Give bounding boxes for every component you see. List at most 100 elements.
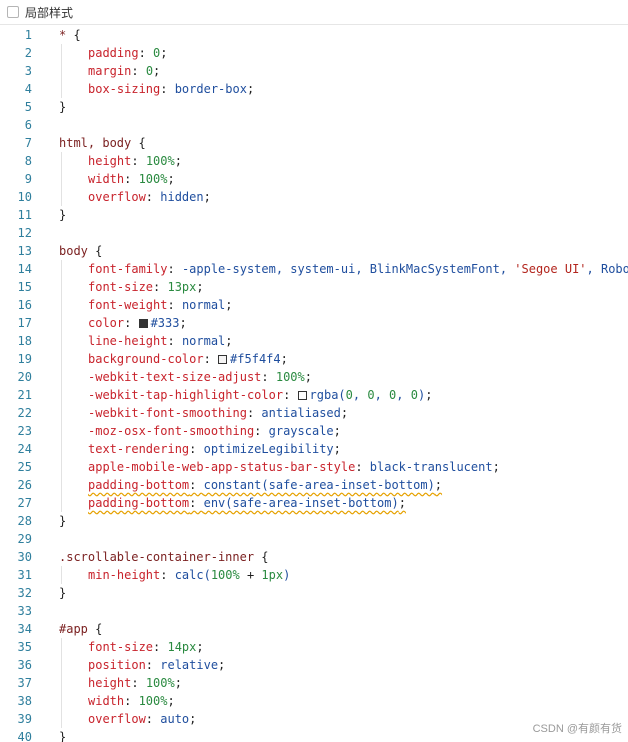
code-line[interactable]: 40} xyxy=(0,728,628,742)
code-token: } xyxy=(59,730,67,742)
code-token: * xyxy=(59,28,74,42)
code-token: height xyxy=(88,154,132,168)
code-line[interactable]: 5} xyxy=(0,98,628,116)
code-token: } xyxy=(59,100,67,114)
code-line[interactable]: 30.scrollable-container-inner { xyxy=(0,548,628,566)
line-number: 24 xyxy=(17,442,32,456)
code-line[interactable]: 26 padding-bottom: constant(safe-area-ins… xyxy=(0,476,628,494)
code-line[interactable]: 12 xyxy=(0,224,628,242)
code-token: font-size xyxy=(88,280,154,294)
code-line[interactable]: 22-webkit-font-smoothing: antialiased; xyxy=(0,404,628,422)
code-token: : xyxy=(355,460,370,474)
code-token: height xyxy=(88,676,132,690)
code-token: ; xyxy=(167,172,175,186)
code-text: background-color: #f5f4f4; xyxy=(88,350,288,368)
code-line[interactable]: 20 -webkit-text-size-adjust: 100%; xyxy=(0,368,628,386)
code-token: ; xyxy=(174,154,182,168)
indent-guide xyxy=(61,44,62,62)
code-token: #f5f4f4 xyxy=(230,352,281,366)
line-number: 23 xyxy=(17,424,32,438)
code-line[interactable]: 34#app { xyxy=(0,620,628,638)
code-token: ; xyxy=(179,316,187,330)
code-token: env(safe-area-inset-bottom) xyxy=(203,496,399,510)
code-token: 100% xyxy=(275,370,305,384)
code-token: position xyxy=(88,658,146,672)
code-text: padding-bottom: constant(safe-area-inset… xyxy=(88,476,442,494)
indent-guide xyxy=(61,440,62,458)
code-token: : xyxy=(124,694,139,708)
code-token: relative xyxy=(160,658,219,672)
code-line[interactable]: 33 xyxy=(0,602,628,620)
code-token: ; xyxy=(225,298,233,312)
code-line[interactable]: 29 xyxy=(0,530,628,548)
code-token: : xyxy=(189,442,204,456)
indent-guide xyxy=(61,422,62,440)
code-line[interactable]: 21-webkit-tap-highlight-color: rgba(0, 0… xyxy=(0,386,628,404)
code-line[interactable]: 6 xyxy=(0,116,628,134)
code-token: ; xyxy=(174,676,182,690)
code-token: 0 xyxy=(410,388,418,402)
code-token: ) xyxy=(283,568,291,582)
code-token: normal xyxy=(181,334,226,348)
code-line[interactable]: 23-moz-osx-font-smoothing: grayscale; xyxy=(0,422,628,440)
line-number: 16 xyxy=(17,298,32,312)
line-number: 20 xyxy=(17,370,32,384)
watermark: CSDN @有颜有货 xyxy=(532,723,622,735)
code-token: , xyxy=(396,388,411,402)
code-text: line-height: normal; xyxy=(88,332,233,350)
code-token: ; xyxy=(218,658,226,672)
code-token: optimizeLegibility xyxy=(203,442,334,456)
local-style-checkbox[interactable] xyxy=(7,6,19,18)
code-text: } xyxy=(59,512,66,530)
header-title: 局部样式 xyxy=(25,5,74,20)
code-token: 'Segoe UI' xyxy=(514,262,587,276)
color-swatch-icon[interactable] xyxy=(218,355,228,364)
code-line[interactable]: 28} xyxy=(0,512,628,530)
code-token: : xyxy=(124,316,139,330)
code-token: 0 xyxy=(145,64,154,78)
line-number: 5 xyxy=(24,100,32,114)
line-number: 3 xyxy=(24,64,32,78)
code-text: font-family: -apple-system, system-ui, B… xyxy=(88,260,628,278)
line-number: 38 xyxy=(17,694,32,708)
code-token: : xyxy=(124,172,139,186)
color-swatch-icon[interactable] xyxy=(297,391,307,400)
code-token: : xyxy=(160,82,175,96)
code-token: , Roboto xyxy=(586,262,628,276)
code-token: ; xyxy=(246,82,255,96)
code-token: } xyxy=(59,586,67,600)
code-text: -webkit-font-smoothing: antialiased; xyxy=(88,404,348,422)
code-line[interactable]: 1* { xyxy=(0,26,628,44)
line-number: 35 xyxy=(17,640,32,654)
code-line[interactable]: 32} xyxy=(0,584,628,602)
code-text: apple-mobile-web-app-status-bar-style: b… xyxy=(88,458,500,476)
color-swatch-icon[interactable] xyxy=(138,319,148,328)
line-number: 26 xyxy=(17,478,32,492)
code-line[interactable]: 11} xyxy=(0,206,628,224)
code-text: -webkit-text-size-adjust: 100%; xyxy=(88,368,312,386)
